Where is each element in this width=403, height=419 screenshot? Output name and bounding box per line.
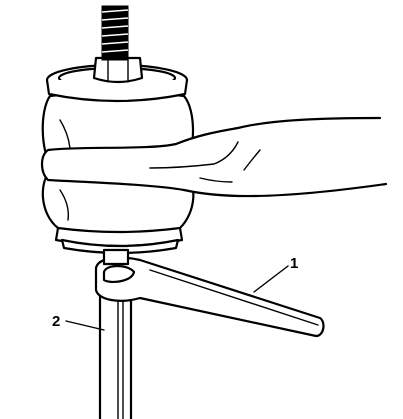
callout-1-label: 1 [290, 255, 298, 272]
callout-1: 1 [253, 255, 298, 293]
top-nut [92, 56, 144, 84]
callout-2: 2 [52, 313, 105, 331]
threaded-stud [101, 5, 129, 61]
spanner-wrench [94, 256, 325, 338]
callout-2-label: 2 [52, 313, 60, 330]
technician-hand [40, 116, 388, 198]
